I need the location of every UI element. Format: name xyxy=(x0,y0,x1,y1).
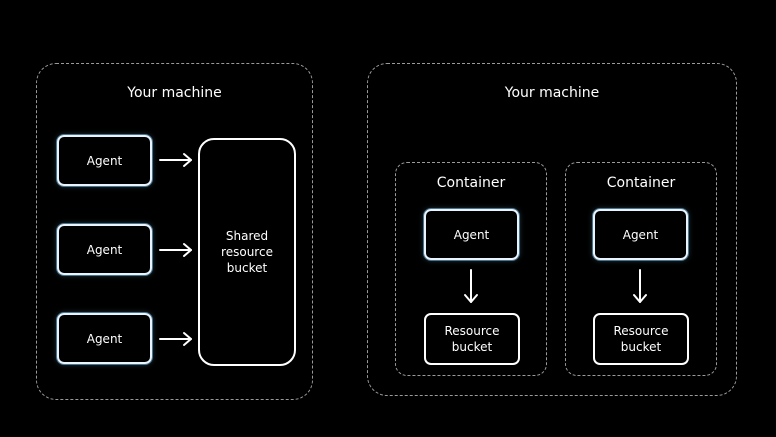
agent-label: Agent xyxy=(453,227,490,242)
container-2 xyxy=(565,162,717,376)
container-1-agent: Agent xyxy=(424,209,519,260)
arrow-container-2-agent-to-bucket xyxy=(633,269,647,303)
resource-bucket-label: Resource bucket xyxy=(613,324,669,354)
left-machine-region xyxy=(36,63,313,400)
shared-bucket-label: Shared resource bucket xyxy=(221,229,273,275)
container-1-resource-bucket: Resource bucket xyxy=(424,313,520,365)
agent-label: Agent xyxy=(622,227,659,242)
container-1 xyxy=(395,162,547,376)
left-agent-2: Agent xyxy=(57,224,152,275)
agent-label: Agent xyxy=(86,153,123,168)
container-2-agent: Agent xyxy=(593,209,688,260)
container-1-title: Container xyxy=(436,175,506,191)
arrow-agent-2-to-shared-bucket xyxy=(159,243,192,257)
shared-resource-bucket: Shared resource bucket xyxy=(198,138,296,366)
arrow-container-1-agent-to-bucket xyxy=(464,269,478,303)
agent-label: Agent xyxy=(86,242,123,257)
left-machine-title: Your machine xyxy=(127,85,222,101)
container-2-title: Container xyxy=(606,175,676,191)
arrow-agent-1-to-shared-bucket xyxy=(159,153,192,167)
right-machine-region xyxy=(367,63,737,396)
agent-label: Agent xyxy=(86,331,123,346)
resource-bucket-label: Resource bucket xyxy=(444,324,500,354)
left-agent-3: Agent xyxy=(57,313,152,364)
left-agent-1: Agent xyxy=(57,135,152,186)
arrow-agent-3-to-shared-bucket xyxy=(159,332,192,346)
container-2-resource-bucket: Resource bucket xyxy=(593,313,689,365)
right-machine-title: Your machine xyxy=(504,85,600,101)
